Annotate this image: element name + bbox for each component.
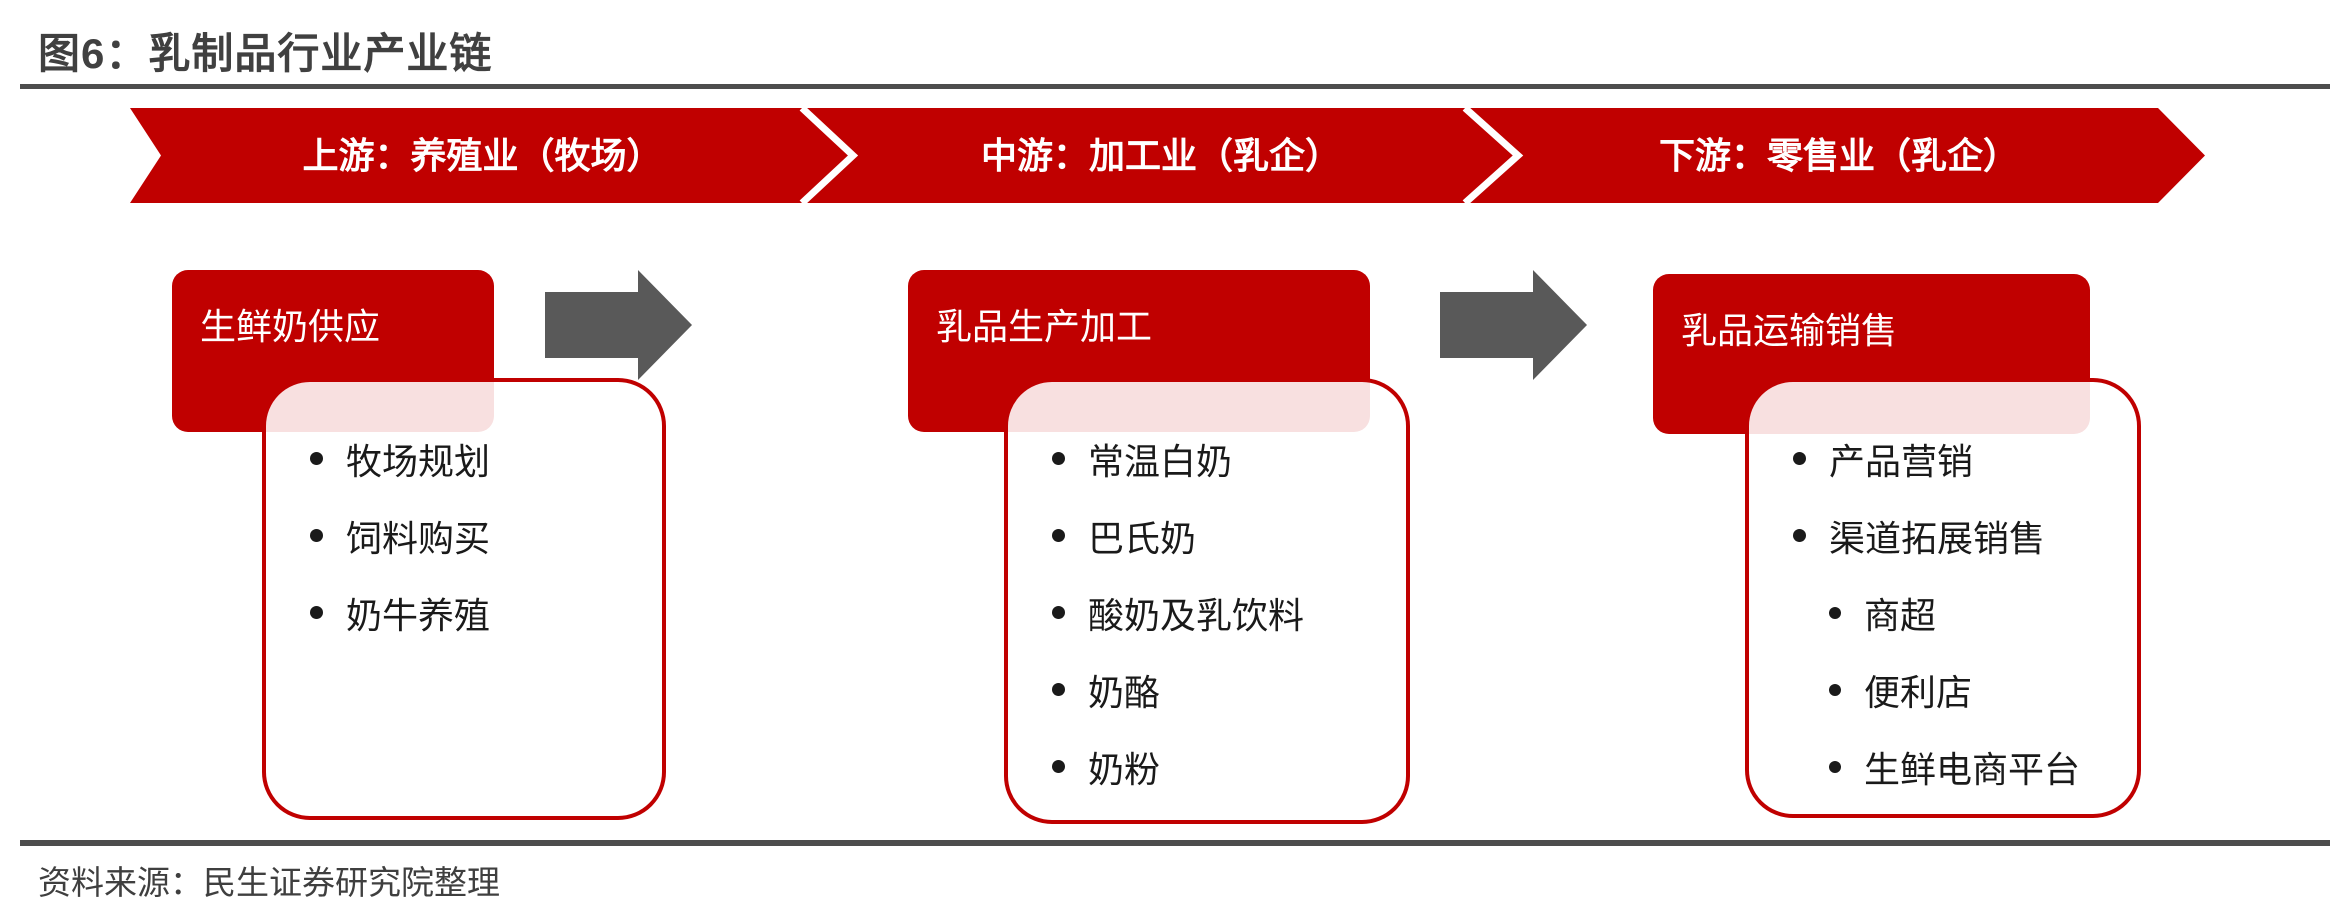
stage-detail-list-1: 牧场规划 饲料购买 奶牛养殖: [266, 382, 662, 651]
bullet-icon: [1793, 452, 1806, 465]
bullet-icon: [1052, 529, 1065, 542]
list-item-label: 产品营销: [1829, 440, 1974, 482]
list-sub-item: 便利店: [1793, 651, 2129, 728]
source-note: 资料来源：民生证券研究院整理: [38, 864, 500, 901]
list-item-label: 酸奶及乳饮料: [1088, 594, 1305, 636]
list-item: 产品营销: [1793, 420, 2129, 497]
stage-detail-box-2: 常温白奶 巴氏奶 酸奶及乳饮料 奶酪 奶粉: [1004, 378, 1410, 824]
bullet-icon: [1052, 760, 1065, 773]
bullet-icon: [1052, 452, 1065, 465]
list-item-label: 商超: [1864, 594, 1937, 636]
list-item-label: 饲料购买: [346, 517, 491, 559]
bullet-icon: [1829, 683, 1841, 696]
title-divider: [20, 84, 2330, 89]
flow-arrow-1: [545, 270, 692, 380]
list-item: 常温白奶: [1052, 420, 1398, 497]
list-item: 奶牛养殖: [310, 574, 654, 651]
bullet-icon: [1829, 760, 1841, 773]
list-item-label: 奶粉: [1088, 748, 1161, 790]
bullet-icon: [1793, 529, 1806, 542]
list-item-label: 奶牛养殖: [346, 594, 491, 636]
bullet-icon: [1052, 606, 1065, 619]
figure-title: 图6：乳制品行业产业链: [38, 30, 493, 77]
bullet-icon: [310, 606, 323, 619]
list-item-label: 生鲜电商平台: [1864, 748, 2081, 790]
list-item: 渠道拓展销售: [1793, 497, 2129, 574]
banner-separator-chevron-1: [799, 108, 859, 203]
right-arrow-icon: [545, 270, 692, 380]
source-divider: [20, 840, 2330, 846]
list-item: 巴氏奶: [1052, 497, 1398, 574]
list-item: 奶粉: [1052, 728, 1398, 805]
banner-segment-midstream: 中游：加工业（乳企）: [980, 135, 1341, 176]
banner-segment-downstream: 下游：零售业（乳企）: [1658, 135, 2019, 176]
list-item: 奶酪: [1052, 651, 1398, 728]
bullet-icon: [1052, 683, 1065, 696]
list-item-label: 巴氏奶: [1088, 517, 1197, 559]
list-item-label: 奶酪: [1088, 671, 1161, 713]
stage-detail-list-3: 产品营销 渠道拓展销售 商超 便利店 生鲜电商平台: [1749, 382, 2137, 805]
bullet-icon: [1829, 606, 1841, 619]
list-sub-item: 商超: [1793, 574, 2129, 651]
industry-chain-banner: [130, 108, 2205, 203]
stage-detail-list-2: 常温白奶 巴氏奶 酸奶及乳饮料 奶酪 奶粉: [1008, 382, 1406, 805]
banner-arrow-shape: [130, 108, 2205, 203]
list-sub-item: 生鲜电商平台: [1793, 728, 2129, 805]
list-item: 饲料购买: [310, 497, 654, 574]
list-item-label: 常温白奶: [1088, 440, 1233, 482]
stage-detail-box-1: 牧场规划 饲料购买 奶牛养殖: [262, 378, 666, 820]
banner-segment-upstream: 上游：养殖业（牧场）: [302, 135, 663, 176]
list-item: 酸奶及乳饮料: [1052, 574, 1398, 651]
list-item: 牧场规划: [310, 420, 654, 497]
list-item-label: 牧场规划: [346, 440, 491, 482]
flow-arrow-2: [1440, 270, 1587, 380]
banner-separator-chevron-2: [1462, 108, 1524, 203]
list-item-label: 便利店: [1864, 671, 1973, 713]
right-arrow-icon: [1440, 270, 1587, 380]
stage-detail-box-3: 产品营销 渠道拓展销售 商超 便利店 生鲜电商平台: [1745, 378, 2141, 818]
list-item-label: 渠道拓展销售: [1829, 517, 2046, 559]
bullet-icon: [310, 529, 323, 542]
bullet-icon: [310, 452, 323, 465]
